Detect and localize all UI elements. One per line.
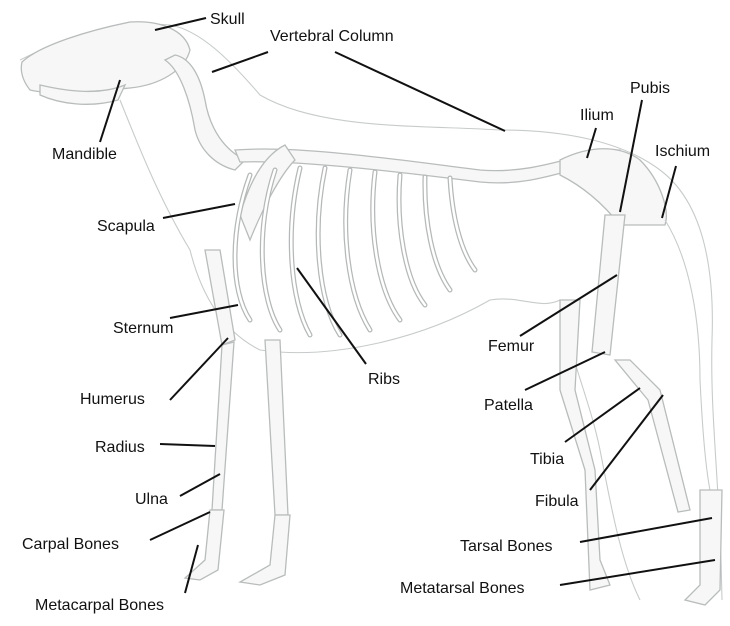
label-patella: Patella (484, 397, 533, 414)
label-tarsal-bones: Tarsal Bones (460, 538, 553, 555)
label-fibula: Fibula (535, 493, 579, 510)
label-tibia: Tibia (530, 451, 564, 468)
label-metatarsal-bones: Metatarsal Bones (400, 580, 525, 597)
leader-lines (99, 17, 716, 594)
label-scapula: Scapula (97, 218, 155, 235)
label-ulna: Ulna (135, 491, 168, 508)
label-ribs: Ribs (368, 371, 400, 388)
labels: Skull Vertebral Column Pubis Ilium Ischi… (22, 11, 710, 614)
ribs-illustration (232, 165, 478, 338)
label-ilium: Ilium (580, 107, 614, 124)
label-femur: Femur (488, 338, 535, 355)
label-ischium: Ischium (655, 143, 710, 160)
dog-skeleton-illustration (19, 21, 723, 606)
label-vertebral-column: Vertebral Column (270, 28, 394, 45)
label-humerus: Humerus (80, 391, 145, 408)
label-radius: Radius (95, 439, 145, 456)
label-pubis: Pubis (630, 80, 670, 97)
label-carpal-bones: Carpal Bones (22, 536, 119, 553)
label-skull: Skull (210, 11, 245, 28)
label-metacarpal-bones: Metacarpal Bones (35, 597, 164, 614)
label-sternum: Sternum (113, 320, 173, 337)
label-mandible: Mandible (52, 146, 117, 163)
